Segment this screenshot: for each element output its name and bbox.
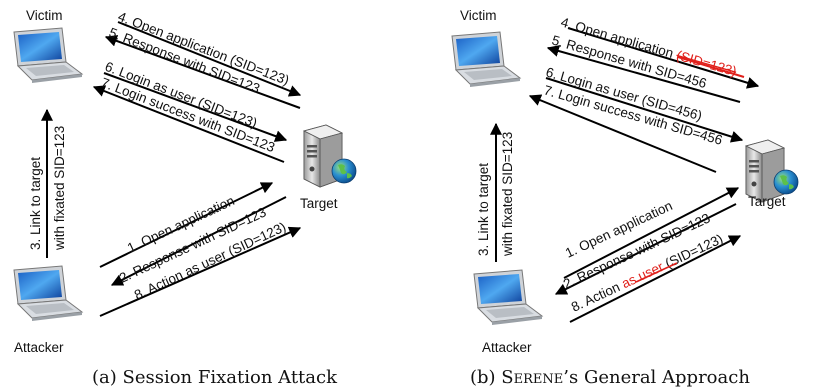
laptop-icon <box>13 265 83 322</box>
victim-label: Victim <box>26 8 63 23</box>
laptop-icon <box>473 269 543 326</box>
globe-icon <box>773 169 799 195</box>
arrow-step8 <box>99 226 302 317</box>
victim-label: Victim <box>460 8 497 23</box>
arrow-step2 <box>110 196 287 286</box>
caption-b-rest: ’s General Approach <box>563 367 750 388</box>
panel-a: Victim Target Attacker 3. Link to target… <box>13 8 357 388</box>
arrow-step4 <box>567 27 760 89</box>
link-text-line1: 3. Link to target <box>476 163 491 256</box>
attacker-label: Attacker <box>482 340 532 355</box>
globe-icon <box>331 158 357 184</box>
arrow-step6 <box>545 77 744 143</box>
arrow-step2 <box>554 203 737 295</box>
attacker-label: Attacker <box>14 340 64 355</box>
target-label: Target <box>300 196 338 211</box>
caption-a: (a) Session Fixation Attack <box>92 367 338 388</box>
server-icon <box>745 139 785 203</box>
strike-mark <box>635 262 678 283</box>
strike-mark <box>677 56 745 78</box>
arrow-step5 <box>546 45 741 103</box>
arrow-step6 <box>103 72 288 142</box>
arrow-step7 <box>528 94 717 173</box>
arrow-step5 <box>104 35 301 109</box>
arrow-step1 <box>99 182 274 268</box>
target-server <box>745 139 799 203</box>
target-server <box>303 124 357 188</box>
caption-b-prefix: (b) <box>470 367 501 388</box>
laptop-icon <box>13 27 83 84</box>
panel-b: Victim Target Attacker 3. Link to target… <box>451 8 799 388</box>
caption-b: (b) Serene’s General Approach <box>470 367 750 388</box>
caption-b-smallcaps: Serene <box>501 367 563 388</box>
arrow-step8 <box>569 235 742 323</box>
target-label: Target <box>748 194 786 209</box>
link-text-line2: with fixated SID=123 <box>52 126 67 251</box>
laptop-icon <box>451 31 521 88</box>
link-text-line2: with fixated SID=123 <box>500 132 515 257</box>
link-text-line1: 3. Link to target <box>28 157 43 250</box>
arrow-step7 <box>92 85 285 163</box>
arrow-step1 <box>563 187 740 279</box>
arrow-step4 <box>117 21 302 97</box>
